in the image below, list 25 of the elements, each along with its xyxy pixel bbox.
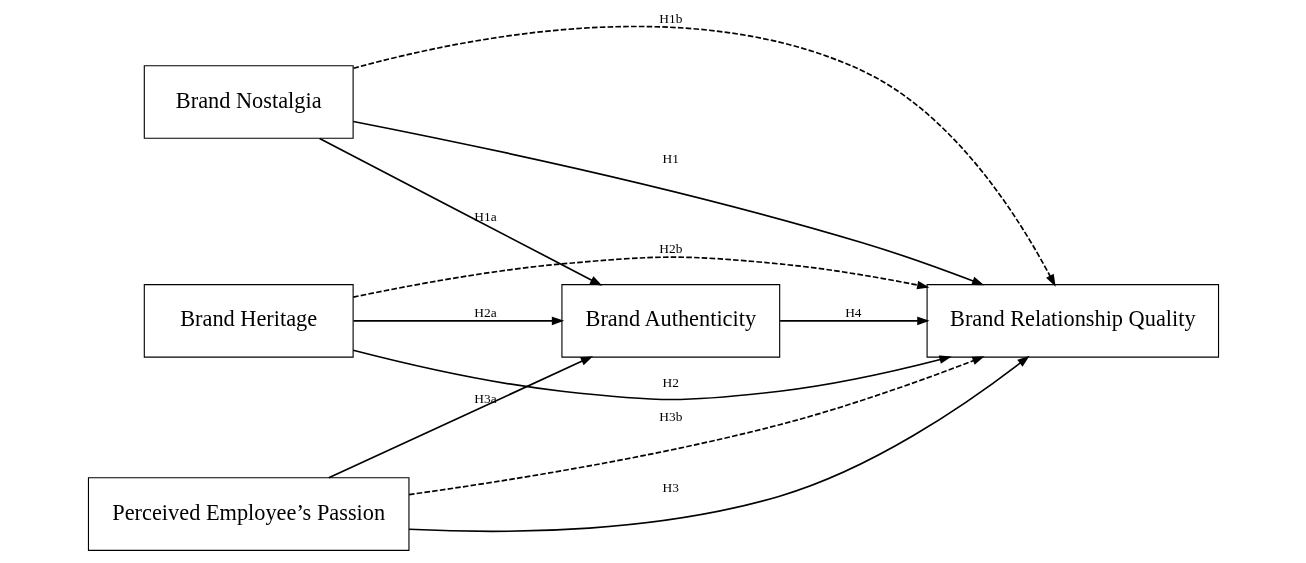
arrow (351, 349, 952, 401)
edge-label: H4 (844, 305, 862, 321)
arrow (352, 316, 564, 326)
arrow (327, 356, 593, 479)
node-box: Perceived Employee’s Passion (87, 477, 409, 551)
edge-label: H2a (473, 305, 497, 321)
edge-label: H1b (658, 11, 682, 27)
node-box: Brand Heritage (143, 284, 354, 358)
arrow (778, 316, 930, 326)
node-box: Brand Relationship Quality (926, 284, 1219, 358)
node-box: Brand Authenticity (560, 284, 780, 358)
edge-label: H3a (473, 391, 497, 407)
edge-label: H3 (662, 480, 679, 496)
edge-label: H2b (658, 241, 682, 257)
edge-label: H3b (658, 408, 682, 424)
edge-label: H2 (662, 375, 679, 391)
arrow (318, 137, 602, 286)
arrow (352, 120, 984, 286)
arrow (407, 355, 1030, 533)
edge-label: H1 (662, 150, 679, 166)
edge-label: H1a (473, 209, 497, 225)
arrow (352, 25, 1056, 287)
arrow (351, 256, 929, 298)
node-box: Brand Nostalgia (143, 65, 354, 139)
arrow (407, 356, 985, 496)
